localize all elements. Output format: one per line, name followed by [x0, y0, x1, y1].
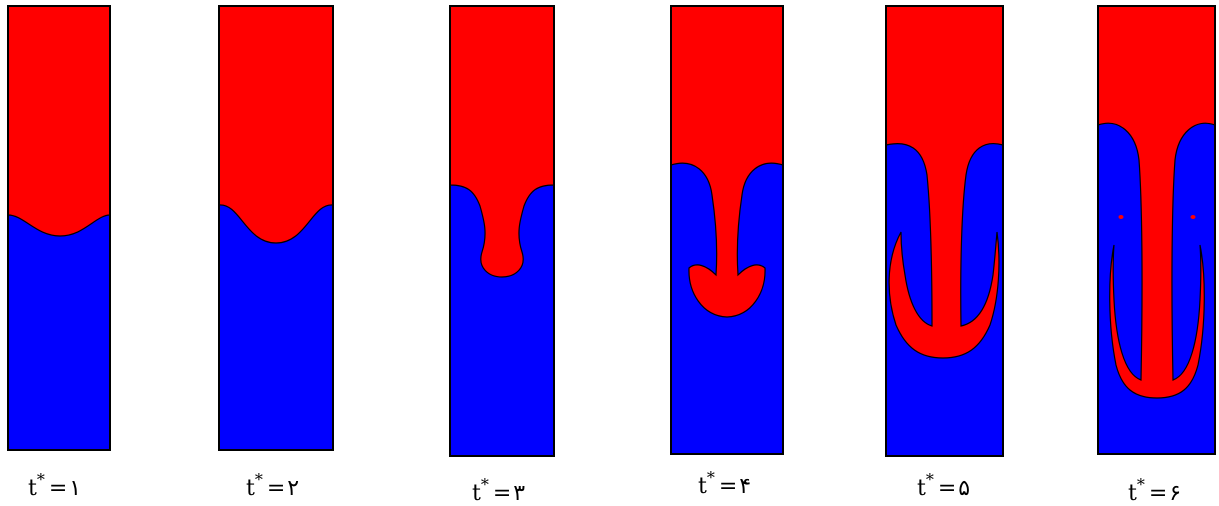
panel-3	[449, 5, 555, 457]
panel-1-caption: t*=۱	[28, 470, 81, 501]
panel-6-droplet-right	[1190, 215, 1196, 219]
panel-5-frame	[885, 5, 1004, 457]
panel-6-droplet-left	[1118, 215, 1124, 219]
panel-5-caption: t*=۵	[917, 470, 970, 501]
panel-6	[1097, 5, 1216, 455]
panel-1	[7, 5, 111, 451]
panel-5-heavy-fluid	[885, 5, 1004, 359]
panel-4-heavy-fluid	[670, 5, 784, 318]
panel-6-caption: t*=۶	[1128, 475, 1181, 506]
panel-4-frame	[670, 5, 784, 455]
panel-2-heavy-fluid	[218, 5, 334, 244]
panel-5	[885, 5, 1004, 457]
panel-2	[218, 5, 334, 451]
panel-3-frame	[449, 5, 555, 457]
panel-2-frame	[218, 5, 334, 451]
panel-4-caption: t*=۴	[698, 468, 751, 499]
panel-4	[670, 5, 784, 455]
panel-3-caption: t*=۳	[472, 475, 525, 506]
panel-6-heavy-fluid	[1097, 5, 1216, 399]
panel-3-heavy-fluid	[449, 5, 555, 278]
panel-2-caption: t*=۲	[246, 470, 299, 501]
panel-1-frame	[7, 5, 111, 451]
panel-6-frame	[1097, 5, 1216, 455]
panel-1-heavy-fluid	[7, 5, 111, 237]
